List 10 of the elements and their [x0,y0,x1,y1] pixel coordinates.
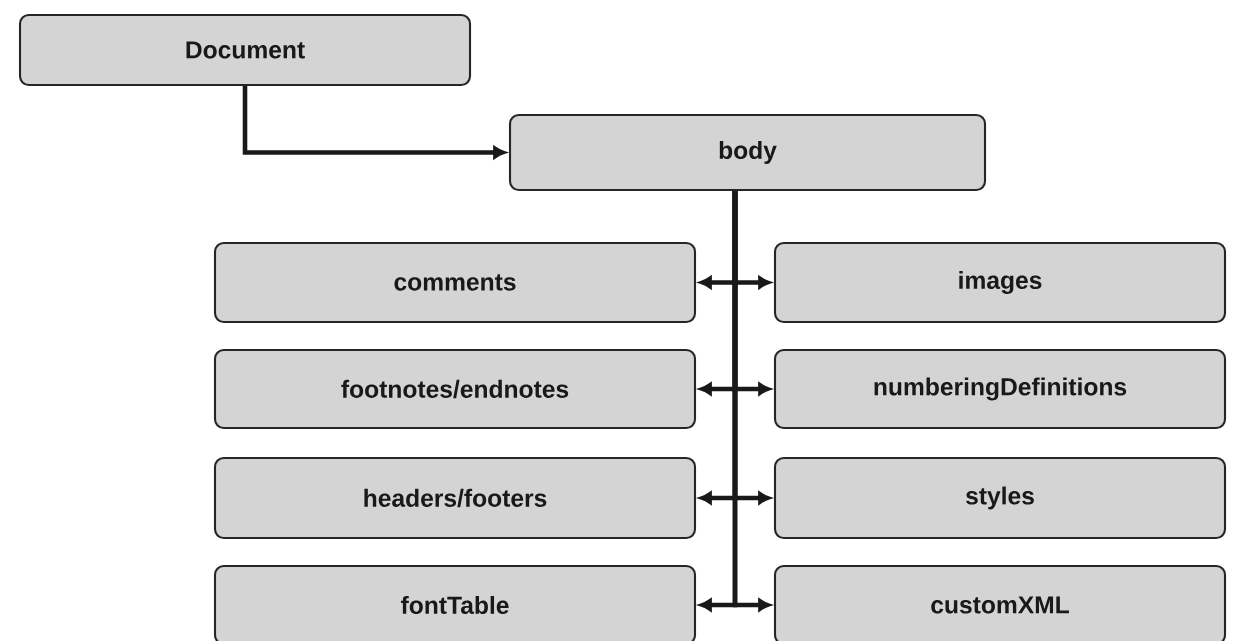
element-box: styles [773,456,1227,540]
element-box: body [508,113,987,192]
element-box: customXML [773,564,1227,641]
element-box: comments [213,241,697,324]
element-box: images [773,241,1227,324]
element-box: footnotes/endnotes [213,348,697,430]
document-box: Document [18,13,472,87]
element-box: numberingDefinitions [773,348,1227,430]
element-box: fontTable [213,564,697,641]
element-box: headers/footers [213,456,697,540]
